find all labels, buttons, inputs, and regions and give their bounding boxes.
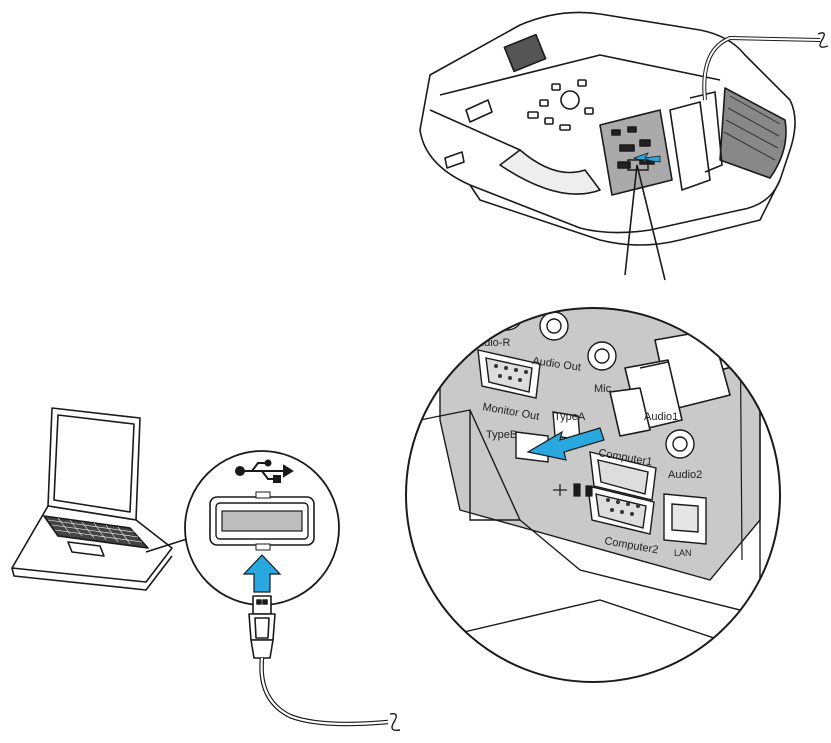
label-lan: LAN	[674, 548, 692, 558]
label-mic: Mic	[594, 383, 612, 395]
cable-break-icon-top	[817, 32, 829, 48]
usb-port-callout	[184, 450, 340, 606]
insert-arrow-icon	[526, 427, 605, 461]
usb-symbol-panel-icon	[553, 483, 593, 497]
cable-break-icon	[389, 712, 401, 732]
usb-a-plug	[248, 595, 276, 659]
label-audio1: Audio1	[644, 411, 678, 423]
up-arrow-icon	[242, 554, 282, 593]
projector	[419, 11, 796, 246]
laptop	[11, 407, 173, 591]
label-type-a: TypeA	[554, 411, 586, 423]
zoom-circle: udio-R Audio Out Mic Monitor Out TypeA T…	[406, 308, 780, 682]
usb-symbol-icon	[235, 459, 294, 483]
label-type-b: TypeB	[486, 429, 517, 441]
usb-cable	[259, 657, 389, 727]
label-audio2: Audio2	[668, 469, 702, 481]
